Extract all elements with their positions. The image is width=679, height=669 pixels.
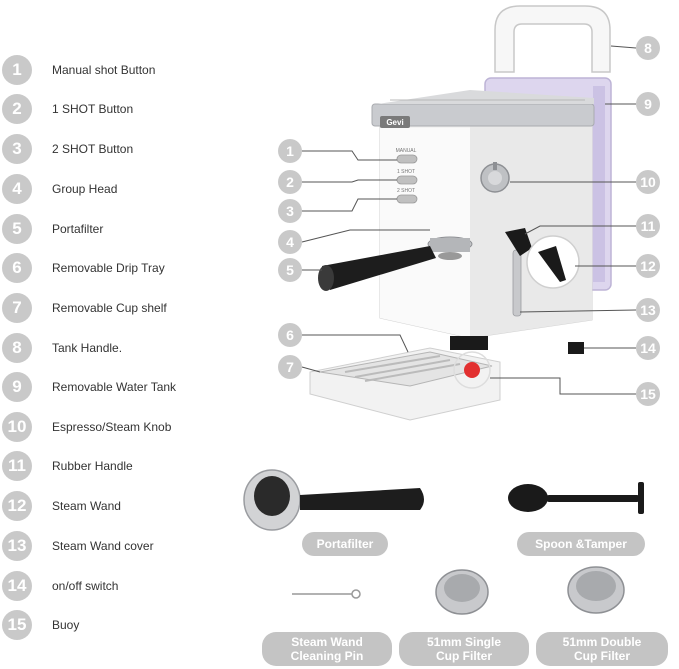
legend-label: Removable Drip Tray [52, 261, 165, 275]
double-filter-label: 51mm Double Cup Filter [536, 632, 668, 666]
legend-item: 5 Portafilter [2, 214, 103, 244]
legend-number: 11 [2, 451, 32, 481]
legend-item: 4 Group Head [2, 174, 117, 204]
callout-7: 7 [278, 355, 302, 379]
callout-15: 15 [636, 382, 660, 406]
cleaning-pin-label: Steam Wand Cleaning Pin [262, 632, 392, 666]
legend-item: 15 Buoy [2, 610, 79, 640]
single-filter-label-line2: Cup Filter [436, 649, 492, 663]
callout-9: 9 [636, 92, 660, 116]
legend-number: 3 [2, 134, 32, 164]
legend-item: 8 Tank Handle. [2, 333, 122, 363]
legend-label: Espresso/Steam Knob [52, 420, 172, 434]
parts-legend: 1 Manual shot Button 2 1 SHOT Button 3 2 SH… [0, 0, 240, 669]
legend-number: 7 [2, 293, 32, 323]
legend-item: 12 Steam Wand [2, 491, 121, 521]
legend-label: on/off switch [52, 579, 119, 593]
power-switch [568, 342, 584, 354]
legend-label: Removable Cup shelf [52, 301, 167, 315]
callout-14: 14 [636, 336, 660, 360]
legend-item: 2 1 SHOT Button [2, 94, 133, 124]
single-filter-accessory [435, 569, 489, 615]
legend-label: Tank Handle. [52, 341, 123, 355]
legend-number: 13 [2, 531, 32, 561]
double-filter-accessory [567, 566, 625, 614]
legend-label: Steam Wand cover [52, 539, 154, 553]
steam-knob [480, 162, 510, 193]
callout-4: 4 [278, 230, 302, 254]
legend-number: 5 [2, 214, 32, 244]
portafilter-label: Portafilter [302, 532, 388, 556]
legend-label: Rubber Handle [52, 459, 133, 473]
button-label-1shot: 1 SHOT [397, 169, 415, 175]
legend-number: 12 [2, 491, 32, 521]
callout-5: 5 [278, 258, 302, 282]
callout-3: 3 [278, 199, 302, 223]
button-label-manual: MANUAL [396, 148, 417, 154]
legend-label: Group Head [52, 182, 118, 196]
legend-number: 8 [2, 333, 32, 363]
single-filter-label-line1: 51mm Single [426, 635, 502, 649]
callout-6: 6 [278, 323, 302, 347]
double-filter-label-line2: Cup Filter [574, 649, 630, 663]
legend-number: 4 [2, 174, 32, 204]
legend-item: 6 Removable Drip Tray [2, 253, 165, 283]
legend-item: 13 Steam Wand cover [2, 531, 154, 561]
double-filter-label-line1: 51mm Double [562, 635, 642, 649]
legend-label: 2 SHOT Button [52, 142, 134, 156]
spoon-tamper-label: Spoon &Tamper [517, 532, 645, 556]
legend-number: 2 [2, 94, 32, 124]
legend-item: 11 Rubber Handle [2, 451, 133, 481]
legend-label: Steam Wand [52, 499, 121, 513]
legend-item: 9 Removable Water Tank [2, 372, 176, 402]
brand-logo: Gevi [386, 118, 403, 127]
legend-number: 15 [2, 610, 32, 640]
legend-item: 7 Removable Cup shelf [2, 293, 167, 323]
cleaning-pin-label-line1: Steam Wand [291, 635, 363, 649]
legend-item: 10 Espresso/Steam Knob [2, 412, 171, 442]
button-label-2shot: 2 SHOT [397, 188, 415, 194]
legend-number: 1 [2, 55, 32, 85]
legend-item: 14 on/off switch [2, 571, 118, 601]
portafilter-accessory [243, 469, 424, 531]
legend-number: 9 [2, 372, 32, 402]
callout-10: 10 [636, 170, 660, 194]
machine-body: Gevi [371, 90, 595, 339]
callout-8: 8 [636, 36, 660, 60]
single-filter-label: 51mm Single Cup Filter [399, 632, 529, 666]
group-head [427, 236, 473, 260]
legend-label: Buoy [52, 618, 80, 632]
callout-1: 1 [278, 139, 302, 163]
callout-11: 11 [636, 214, 660, 238]
steam-wand [505, 228, 580, 317]
legend-number: 6 [2, 253, 32, 283]
leader-lines [301, 45, 637, 395]
legend-label: Portafilter [52, 222, 104, 236]
legend-label: 1 SHOT Button [52, 102, 134, 116]
cleaning-pin-accessory [292, 589, 361, 599]
callout-13: 13 [636, 298, 660, 322]
legend-label: Removable Water Tank [52, 380, 177, 394]
spoon-tamper-accessory [508, 482, 644, 514]
control-panel: MANUAL 1 SHOT 2 SHOT [396, 148, 418, 204]
callout-12: 12 [636, 254, 660, 278]
legend-item: 1 Manual shot Button [2, 55, 155, 85]
callout-2: 2 [278, 170, 302, 194]
legend-number: 10 [2, 412, 32, 442]
portafilter-on-machine [318, 246, 436, 291]
tank-handle [494, 5, 611, 73]
legend-item: 3 2 SHOT Button [2, 134, 133, 164]
legend-number: 14 [2, 571, 32, 601]
cleaning-pin-label-line2: Cleaning Pin [290, 649, 364, 663]
drip-tray [309, 336, 501, 421]
legend-label: Manual shot Button [52, 63, 156, 77]
